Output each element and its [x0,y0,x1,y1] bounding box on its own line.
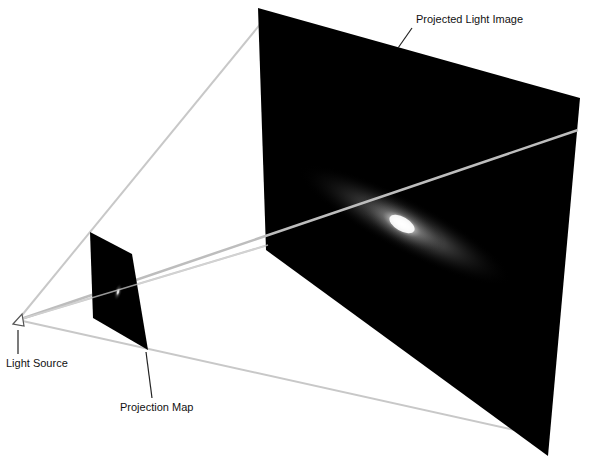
part-label: Light Source [4,356,70,370]
projected-image-panel [258,8,580,456]
part-label: Projection Map [118,400,195,414]
light-source-icon [13,314,24,326]
light-ray [18,245,268,320]
part-label: Projected Light Image [414,12,525,26]
glow-core [386,211,417,237]
leader-lines [18,28,412,398]
light-glow [350,183,453,266]
projection-map-panel [90,232,148,350]
glow-streak [287,146,523,305]
